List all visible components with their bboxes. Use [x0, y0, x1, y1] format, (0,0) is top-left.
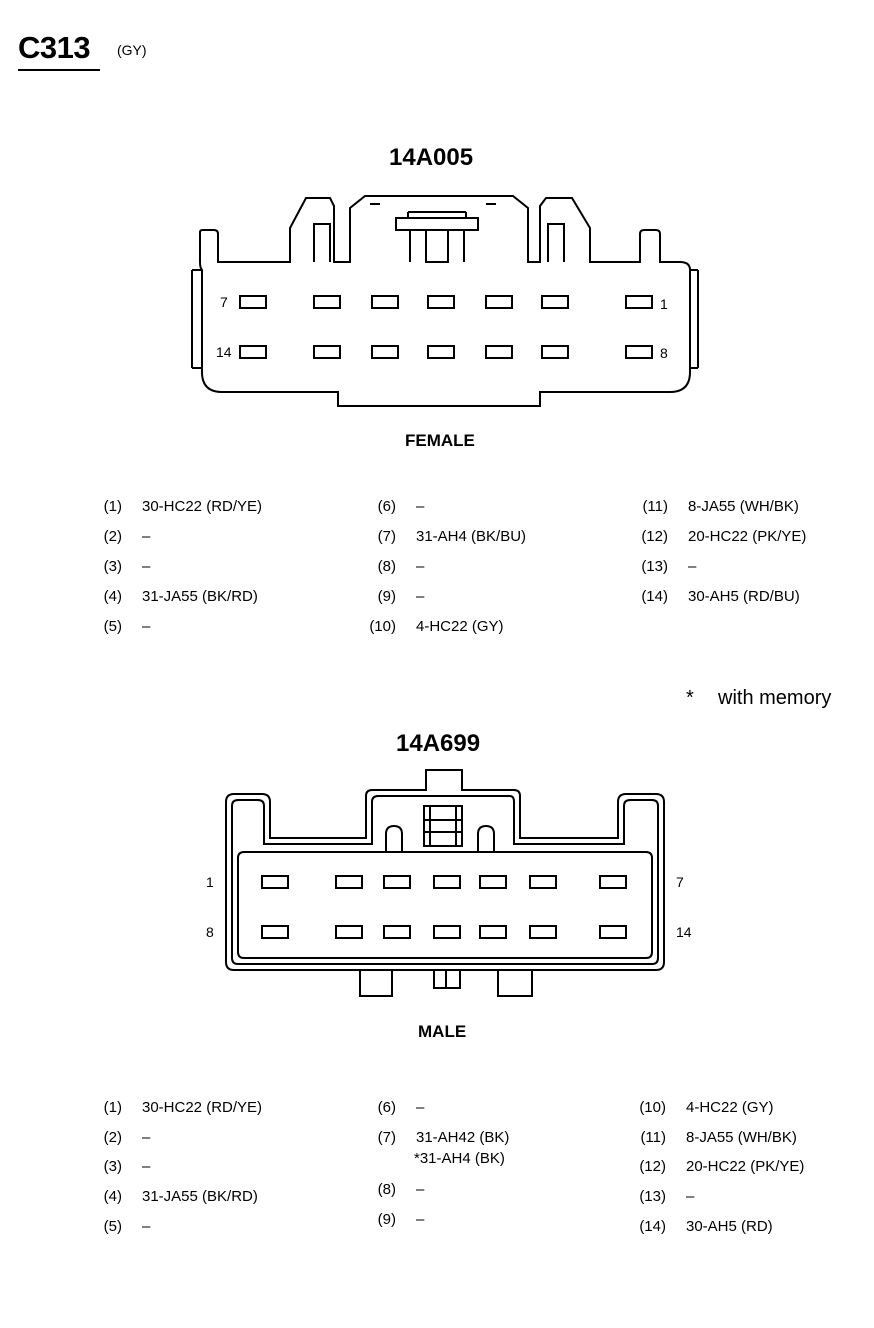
female-connector-face: 7 1 14 8	[191, 195, 699, 407]
female-face-label-bottom-left: 14	[216, 344, 232, 360]
table-row: (10)4-HC22 (GY)	[369, 618, 504, 635]
table-row: (14)30-AH5 (RD)	[639, 1218, 773, 1235]
male-face-label-top-right: 7	[676, 874, 684, 890]
table-row: (9)–	[377, 588, 425, 605]
table-row: (6)–	[377, 1099, 425, 1116]
male-face-label-top-left: 1	[206, 874, 214, 890]
table-row: (14)30-AH5 (RD/BU)	[641, 588, 800, 605]
table-row: (3)–	[103, 558, 151, 575]
male-face-label-bottom-left: 8	[206, 924, 214, 940]
table-row: (12)20-HC22 (PK/YE)	[639, 1158, 805, 1175]
table-row: (8)–	[377, 558, 425, 575]
table-row: (1)30-HC22 (RD/YE)	[103, 498, 263, 515]
female-label: FEMALE	[405, 431, 475, 450]
male-part-number: 14A699	[396, 730, 481, 757]
table-row: (5)–	[103, 1218, 151, 1235]
table-row: (5)–	[103, 618, 151, 635]
male-face-label-bottom-right: 14	[676, 924, 692, 940]
table-row: (4)31-JA55 (BK/RD)	[103, 1188, 258, 1205]
table-row: (9)–	[377, 1211, 425, 1228]
table-row: (4)31-JA55 (BK/RD)	[103, 588, 258, 605]
table-row: (3)–	[103, 1158, 151, 1175]
table-row: (10)4-HC22 (GY)	[639, 1099, 774, 1116]
table-row: (11)8-JA55 (WH/BK)	[642, 498, 799, 515]
table-row: (6)–	[377, 498, 425, 515]
table-row: (13)–	[641, 558, 697, 575]
male-connector-face: 1 7 8 14	[206, 769, 692, 997]
female-face-label-top-right: 1	[660, 296, 668, 312]
table-row: (2)–	[103, 528, 151, 545]
connector-color: (GY)	[117, 42, 147, 58]
table-row: (13)–	[639, 1188, 695, 1205]
table-row: (7)31-AH42 (BK)*31-AH4 (BK)	[377, 1129, 510, 1167]
female-face-label-top-left: 7	[220, 294, 228, 310]
table-row: (11)8-JA55 (WH/BK)	[640, 1129, 797, 1146]
female-face-label-bottom-right: 8	[660, 345, 668, 361]
memory-note-symbol: *	[686, 687, 694, 709]
table-row: (2)–	[103, 1129, 151, 1146]
table-row: (1)30-HC22 (RD/YE)	[103, 1099, 263, 1116]
table-row: (8)–	[377, 1181, 425, 1198]
female-part-number: 14A005	[389, 144, 474, 171]
memory-note: * with memory	[686, 687, 831, 710]
table-row: (12)20-HC22 (PK/YE)	[641, 528, 807, 545]
table-row: (7)31-AH4 (BK/BU)	[377, 528, 527, 545]
connector-id-underline	[18, 69, 100, 71]
connector-id: C313	[18, 30, 91, 65]
male-label: MALE	[418, 1022, 467, 1041]
memory-note-text: with memory	[718, 687, 832, 709]
